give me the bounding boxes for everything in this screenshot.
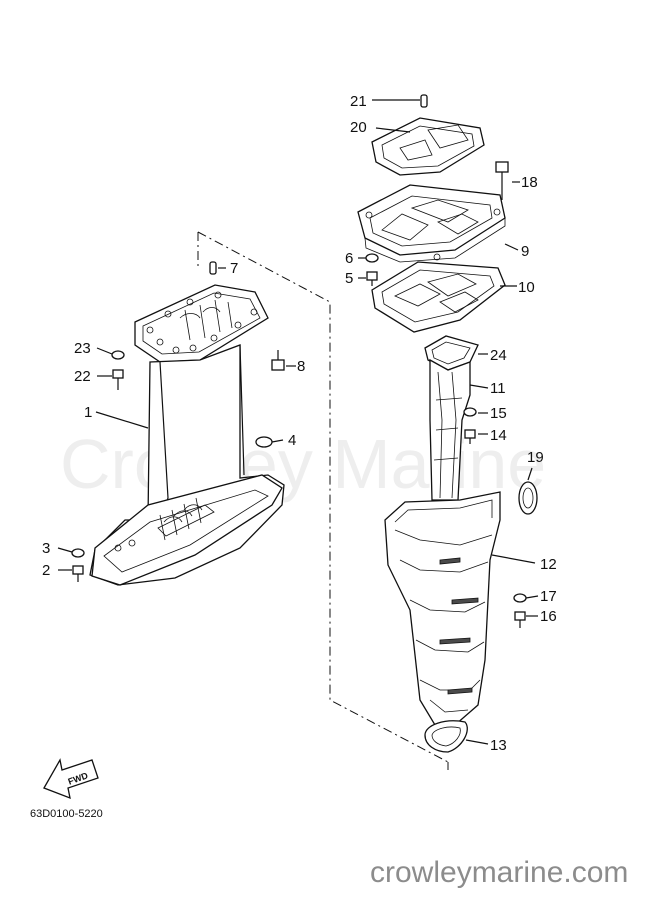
callout-numbers: 21 20 18 9 6 5 10 7 8 4 23 22 1 3 2 24 1… <box>42 93 557 754</box>
callout-1: 1 <box>84 404 92 421</box>
exhaust-pipe <box>424 335 479 501</box>
callout-12: 12 <box>540 556 557 573</box>
gasket-10 <box>371 261 506 333</box>
callout-15: 15 <box>490 405 507 422</box>
forward-direction-arrow: FWD <box>43 758 99 800</box>
drawing-part-number: 63D0100-5220 <box>30 808 103 820</box>
callout-16: 16 <box>540 608 557 625</box>
callout-2: 2 <box>42 562 50 579</box>
callout-10: 10 <box>518 279 535 296</box>
callout-6: 6 <box>345 250 353 267</box>
leader-lines <box>57 99 539 745</box>
callout-11: 11 <box>490 380 506 397</box>
upper-casing <box>89 284 285 586</box>
callout-17: 17 <box>540 588 557 605</box>
callout-18: 18 <box>521 174 538 191</box>
exhaust-manifold <box>357 184 506 263</box>
callout-13: 13 <box>490 737 507 754</box>
assembly-boundary <box>197 231 449 770</box>
callout-9: 9 <box>521 243 529 260</box>
callout-24: 24 <box>490 347 507 364</box>
callout-19: 19 <box>527 449 544 466</box>
water-intake-grille <box>157 497 215 541</box>
callout-3: 3 <box>42 540 50 557</box>
callout-8: 8 <box>297 358 305 375</box>
seal-13 <box>424 720 468 753</box>
callout-7: 7 <box>230 260 238 277</box>
watermark-bottom: crowleymarine.com <box>370 856 628 889</box>
callout-5: 5 <box>345 270 353 287</box>
callout-14: 14 <box>490 427 507 444</box>
callout-22: 22 <box>74 368 91 385</box>
gasket-20 <box>371 117 485 176</box>
callout-20: 20 <box>350 119 367 136</box>
callout-23: 23 <box>74 340 91 357</box>
small-parts <box>71 94 527 628</box>
muffler-housing <box>384 491 501 726</box>
callout-4: 4 <box>288 432 296 449</box>
grommet-19 <box>518 481 538 515</box>
callout-21: 21 <box>350 93 367 110</box>
